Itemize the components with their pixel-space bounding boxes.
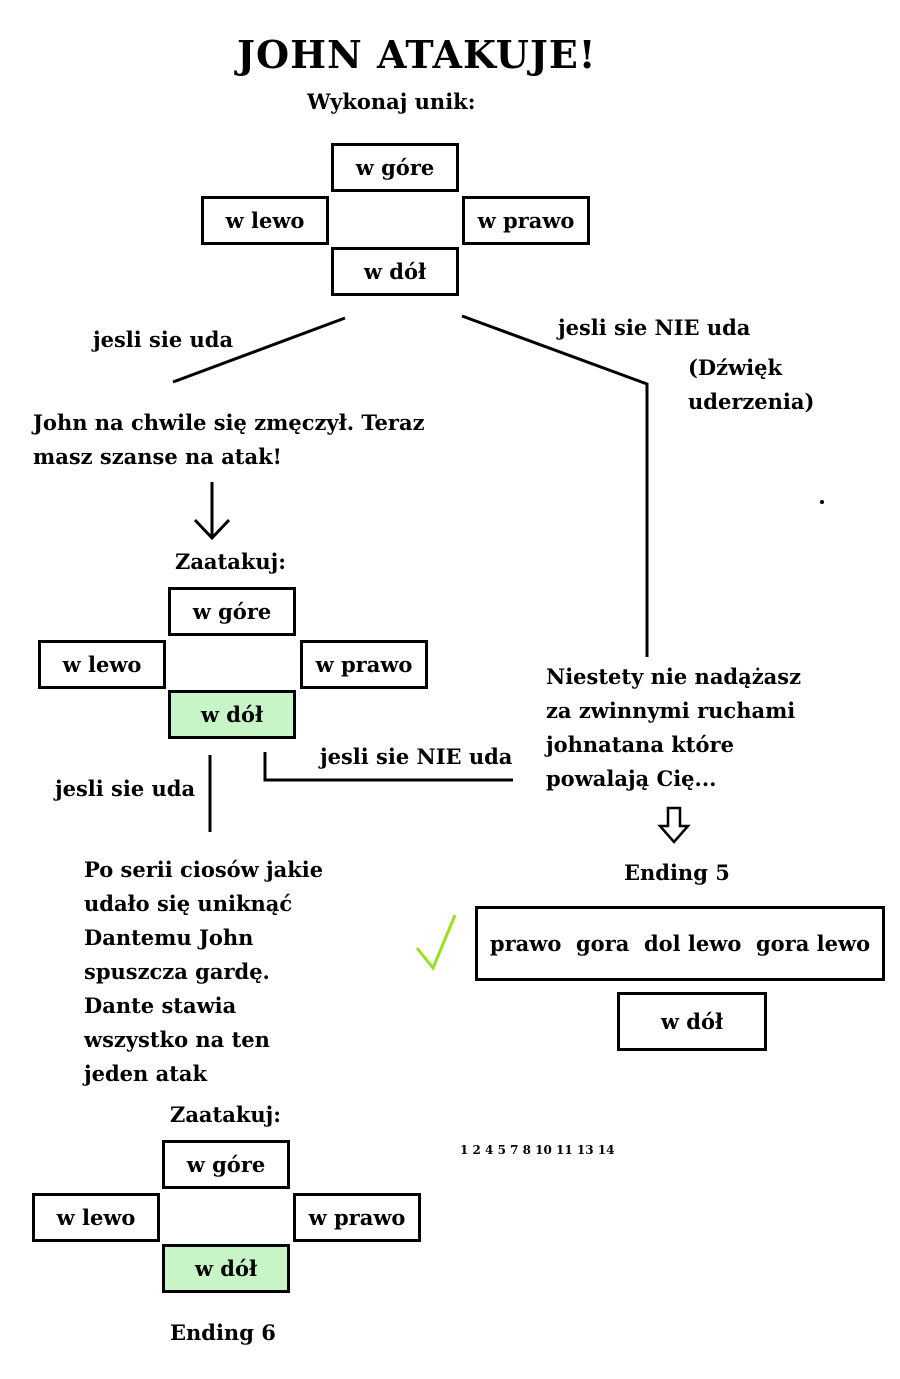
guard-line-1: Po serii ciosów jakie xyxy=(84,857,324,882)
defeat-line-4: powalają Cię... xyxy=(546,766,717,791)
guard-line-5: Dante stawia xyxy=(84,993,237,1018)
attack1-down-button[interactable]: w dół xyxy=(168,690,296,739)
stray-dot xyxy=(820,500,824,504)
combo-sequence-box: prawo gora dol lewo gora lewo xyxy=(475,906,885,981)
dodge-right-button[interactable]: w prawo xyxy=(462,196,590,245)
guard-line-7: jeden atak xyxy=(84,1061,208,1086)
branch-fail-label-2: jesli sie NIE uda xyxy=(320,744,513,769)
attack2-left-button[interactable]: w lewo xyxy=(32,1193,160,1242)
page-title: JOHN ATAKUJE! xyxy=(237,32,597,77)
fail-line-2 xyxy=(263,752,513,782)
checkmark-icon xyxy=(415,914,457,971)
attack2-up-button[interactable]: w góre xyxy=(162,1140,290,1189)
attack1-right-button[interactable]: w prawo xyxy=(300,640,428,689)
ending-5-label: Ending 5 xyxy=(624,860,730,885)
dodge-down-button[interactable]: w dół xyxy=(331,247,459,296)
hit-sound-line-2: uderzenia) xyxy=(688,389,815,414)
attack-prompt-1: Zaatakuj: xyxy=(175,549,287,574)
john-tired-line-2: masz szanse na atak! xyxy=(33,444,282,469)
attack2-down-button[interactable]: w dół xyxy=(162,1244,290,1293)
dodge-prompt: Wykonaj unik: xyxy=(307,89,476,114)
guard-line-2: udało się uniknąć xyxy=(84,891,293,916)
down-arrow xyxy=(193,482,231,541)
attack1-left-button[interactable]: w lewo xyxy=(38,640,166,689)
attack2-right-button[interactable]: w prawo xyxy=(293,1193,421,1242)
dodge-left-button[interactable]: w lewo xyxy=(201,196,329,245)
hit-sound-line-1: (Dźwięk xyxy=(688,355,783,380)
attack-prompt-2: Zaatakuj: xyxy=(170,1102,282,1127)
fail-line-1 xyxy=(461,314,649,657)
branch-fail-label-1: jesli sie NIE uda xyxy=(558,315,751,340)
page-numbers: 1 2 4 5 7 8 10 11 13 14 xyxy=(460,1143,615,1157)
hollow-down-arrow xyxy=(657,806,691,844)
guard-line-6: wszystko na ten xyxy=(84,1027,270,1052)
defeat-line-3: johnatana które xyxy=(546,732,734,757)
branch-success-label-1: jesli sie uda xyxy=(93,327,234,352)
guard-line-4: spuszcza gardę. xyxy=(84,959,270,984)
ending-6-label: Ending 6 xyxy=(170,1320,276,1345)
guard-line-3: Dantemu John xyxy=(84,925,254,950)
dodge-up-button[interactable]: w góre xyxy=(331,143,459,192)
branch-success-label-2: jesli sie uda xyxy=(55,776,196,801)
defeat-line-2: za zwinnymi ruchami xyxy=(546,698,796,723)
defeat-line-1: Niestety nie nadążasz xyxy=(546,664,801,689)
combo-finish-button[interactable]: w dół xyxy=(617,992,767,1051)
success-line-1 xyxy=(172,316,346,384)
john-tired-line-1: John na chwile się zmęczył. Teraz xyxy=(33,410,425,435)
attack1-up-button[interactable]: w góre xyxy=(168,587,296,636)
